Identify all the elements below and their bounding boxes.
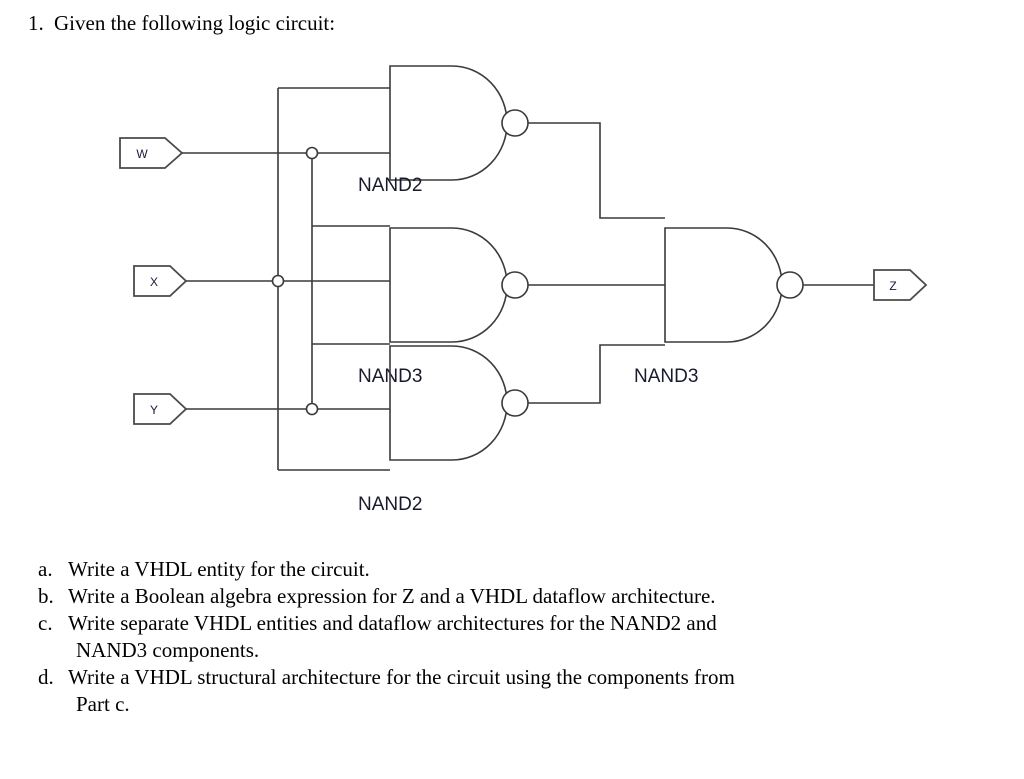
part-d-text: Write a VHDL structural architecture for… — [68, 665, 735, 689]
gate-nand3-right: NAND3 — [634, 227, 804, 387]
question-title: 1. Given the following logic circuit: — [28, 10, 335, 36]
wire-nand2-top-output — [528, 122, 665, 219]
part-item-c: c. Write separate VHDL entities and data… — [38, 610, 998, 664]
gate-nand2-bottom: NAND2 — [358, 345, 529, 515]
input-pin-w: W — [119, 137, 390, 169]
input-pin-x: X — [133, 265, 390, 297]
output-pin-z-label: Z — [889, 279, 896, 293]
part-c-continuation: NAND3 components. — [76, 638, 260, 662]
gate-nand2-bottom-label: NAND2 — [358, 494, 422, 515]
part-a-text: Write a VHDL entity for the circuit. — [68, 557, 370, 581]
part-item-d: d. Write a VHDL structural architecture … — [38, 664, 998, 718]
gate-nand3-right-label: NAND3 — [634, 366, 698, 387]
net-w-bus — [305, 146, 390, 416]
gate-nand3-middle: NAND3 — [358, 227, 529, 387]
wire-nand2-bottom-output — [528, 344, 665, 404]
question-number: 1. — [28, 11, 44, 35]
input-pin-y: Y — [133, 393, 390, 425]
logic-circuit-diagram: W X Y — [0, 46, 1024, 546]
part-b-text: Write a Boolean algebra expression for Z… — [68, 584, 716, 608]
part-a-label: a. — [38, 557, 53, 581]
part-item-a: a. Write a VHDL entity for the circuit. — [38, 556, 998, 583]
part-b-label: b. — [38, 584, 54, 608]
part-item-b: b. Write a Boolean algebra expression fo… — [38, 583, 998, 610]
part-c-text: Write separate VHDL entities and dataflo… — [68, 611, 717, 635]
gate-nand2-top-label: NAND2 — [358, 175, 422, 196]
input-pin-x-label: X — [150, 275, 158, 289]
input-pin-w-label: W — [136, 147, 148, 161]
parts-list: a. Write a VHDL entity for the circuit. … — [38, 556, 998, 718]
part-d-continuation: Part c. — [76, 692, 130, 716]
part-c-label: c. — [38, 611, 53, 635]
net-x-bus — [271, 87, 390, 471]
output-pin-z: Z — [803, 269, 928, 301]
question-prompt: Given the following logic circuit: — [54, 11, 336, 35]
input-pin-y-label: Y — [150, 403, 158, 417]
gate-nand2-top: NAND2 — [358, 65, 529, 196]
part-d-label: d. — [38, 665, 54, 689]
